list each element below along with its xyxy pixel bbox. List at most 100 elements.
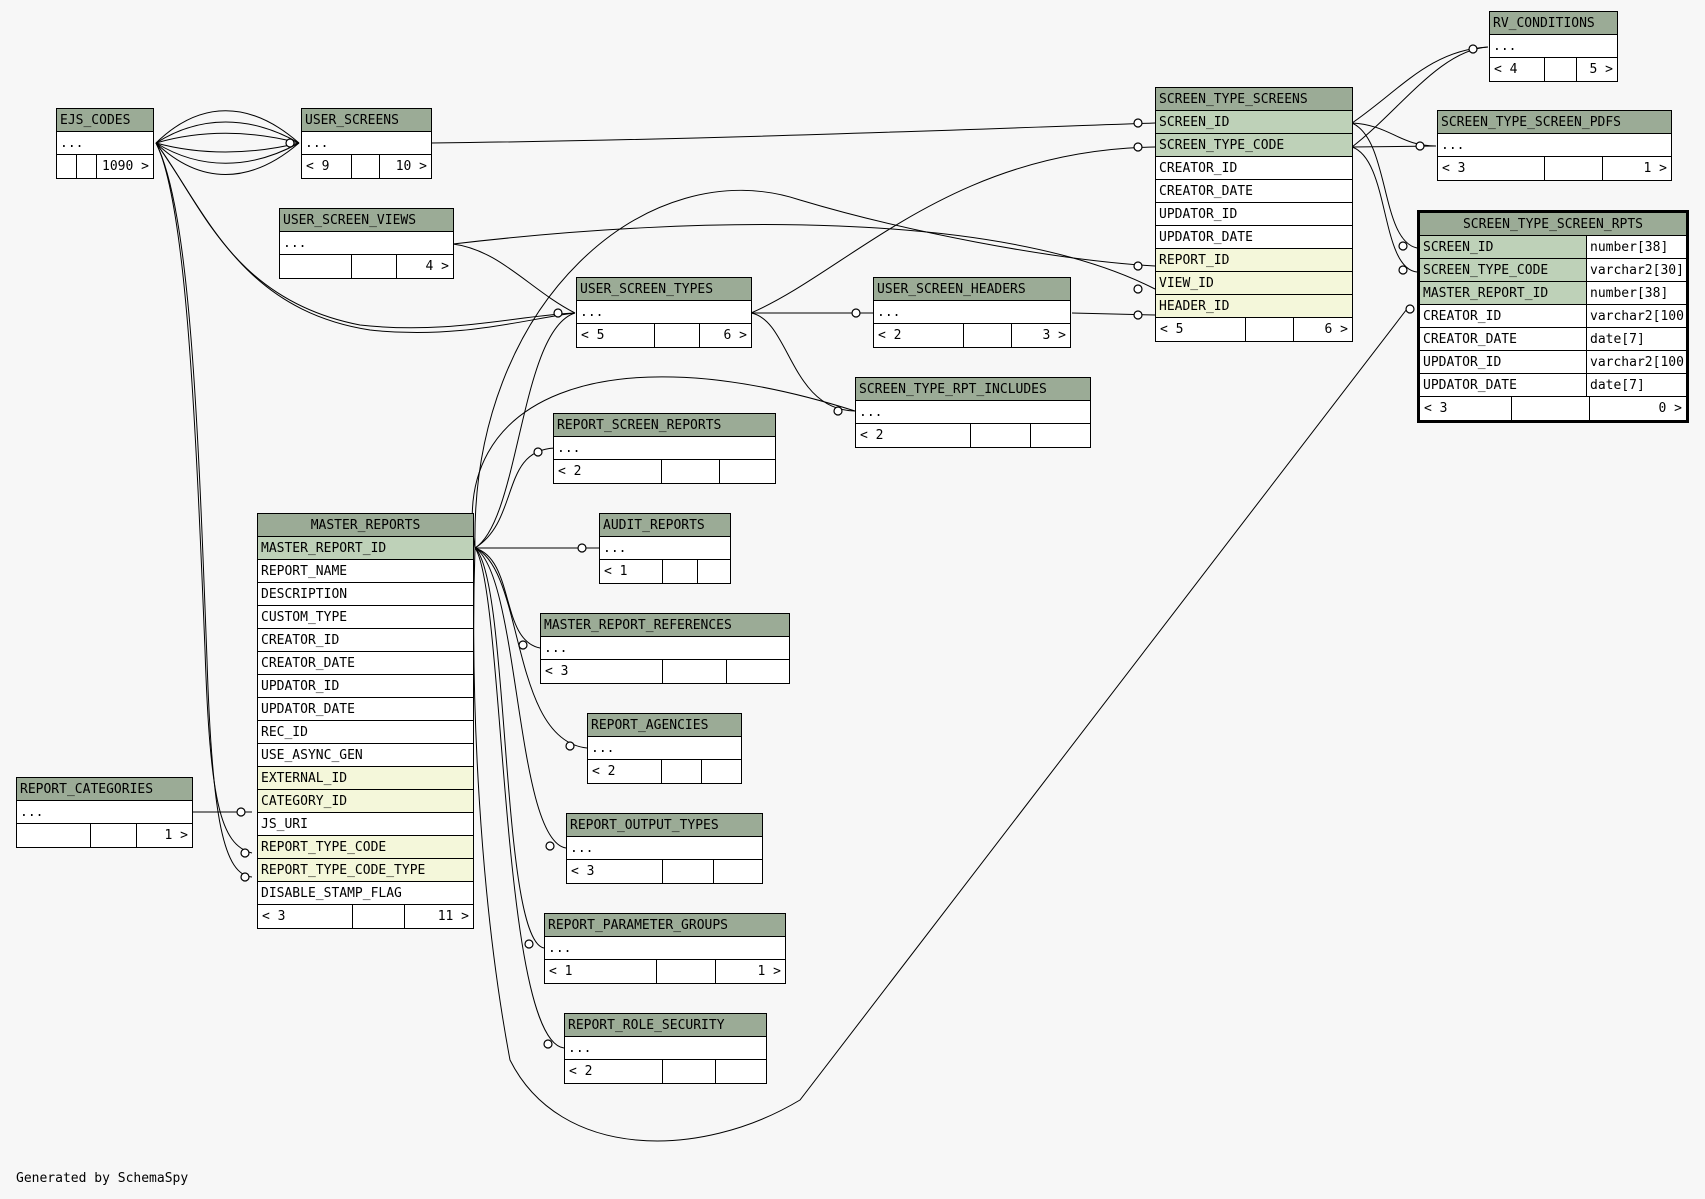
relationship-line: [1351, 122, 1437, 147]
relationship-line: [1351, 122, 1418, 249]
relationship-line: [474, 547, 565, 1049]
column-row: SCREEN_ID: [1156, 111, 1352, 134]
table-footer: < 3: [541, 660, 789, 683]
relationship-end-marker: [1133, 142, 1143, 152]
table-user-screen-views[interactable]: USER_SCREEN_VIEWS ... 4 >: [279, 208, 454, 279]
footer-row-count: [1512, 397, 1590, 420]
relationship-line: [155, 142, 300, 153]
table-report-parameter-groups[interactable]: REPORT_PARAMETER_GROUPS ... < 1 1 >: [544, 913, 786, 984]
relationship-end-marker: [577, 543, 587, 553]
column-name: CREATOR_ID: [1423, 309, 1502, 324]
relationship-line: [471, 376, 856, 549]
table-report-output-types[interactable]: REPORT_OUTPUT_TYPES ... < 3: [566, 813, 763, 884]
table-header: REPORT_ROLE_SECURITY: [565, 1014, 766, 1037]
table-footer: < 5 6 >: [577, 324, 751, 347]
relationship-end-marker: [1133, 118, 1143, 128]
column-name: CREATOR_DATE: [1423, 332, 1517, 347]
relationship-line: [430, 122, 1156, 144]
table-report-role-security[interactable]: REPORT_ROLE_SECURITY ... < 2: [564, 1013, 767, 1084]
table-master-reports[interactable]: MASTER_REPORTS MASTER_REPORT_ID REPORT_N…: [257, 513, 474, 929]
footer-parent-count: < 1: [545, 960, 657, 983]
table-ejs-codes[interactable]: EJS_CODES ... 1090 >: [56, 108, 154, 179]
table-audit-reports[interactable]: AUDIT_REPORTS ... < 1: [599, 513, 731, 584]
table-screen-type-screen-pdfs[interactable]: SCREEN_TYPE_SCREEN_PDFS ... < 3 1 >: [1437, 110, 1672, 181]
footer-parent-count: < 9: [302, 155, 352, 178]
relationship-line: [1351, 146, 1418, 273]
table-user-screen-types[interactable]: USER_SCREEN_TYPES ... < 5 6 >: [576, 277, 752, 348]
footer-row-count: [1246, 318, 1294, 341]
column-type: date[7]: [1586, 374, 1686, 396]
relationship-end-marker: [1133, 284, 1143, 294]
footer-parent-count: < 2: [565, 1060, 663, 1083]
relationship-line: [474, 547, 567, 849]
table-user-screens[interactable]: USER_SCREENS ... < 9 10 >: [301, 108, 432, 179]
column-name: MASTER_REPORT_ID: [1423, 286, 1549, 301]
column-name: SCREEN_ID: [1423, 240, 1494, 255]
relationship-end-marker: [1415, 141, 1425, 151]
column-row: CATEGORY_ID: [258, 790, 473, 813]
column-row: ...: [17, 801, 192, 824]
column-row: CREATOR_DATE: [258, 652, 473, 675]
relationship-line: [155, 142, 253, 854]
column-row: REPORT_TYPE_CODE_TYPE: [258, 859, 473, 882]
column-name: UPDATOR_DATE: [1423, 378, 1517, 393]
table-master-report-references[interactable]: MASTER_REPORT_REFERENCES ... < 3: [540, 613, 790, 684]
relationship-line: [155, 142, 300, 175]
footer-child-count: 1 >: [164, 828, 188, 843]
column-row: ...: [541, 637, 789, 660]
table-header: SCREEN_TYPE_RPT_INCLUDES: [856, 378, 1090, 401]
table-screen-type-screens[interactable]: SCREEN_TYPE_SCREENS SCREEN_ID SCREEN_TYP…: [1155, 87, 1353, 342]
column-row: ...: [302, 132, 431, 155]
relationship-line: [155, 142, 300, 164]
column-type: varchar2[100]: [1586, 351, 1686, 373]
footer-row-count: [662, 460, 720, 483]
footer-row-count: [655, 324, 700, 347]
table-footer: < 3 11 >: [258, 905, 473, 928]
footer-child-count: 4 >: [425, 259, 449, 274]
footer-row-count: [1545, 157, 1603, 180]
footer-child-count: [702, 760, 741, 783]
column-row: ...: [567, 837, 762, 860]
footer-parent-count: < 3: [567, 860, 663, 883]
footer-child-count: 1 >: [1643, 161, 1667, 176]
column-row: ...: [600, 537, 730, 560]
table-user-screen-headers[interactable]: USER_SCREEN_HEADERS ... < 2 3 >: [873, 277, 1071, 348]
relationship-line: [474, 547, 588, 749]
footer-row-count: [663, 560, 698, 583]
footer-parent-count: < 2: [874, 324, 964, 347]
column-row: MASTER_REPORT_ID number[38]: [1420, 282, 1686, 305]
table-report-screen-reports[interactable]: REPORT_SCREEN_REPORTS ... < 2: [553, 413, 776, 484]
column-name: SCREEN_TYPE_CODE: [1423, 263, 1549, 278]
column-type: number[38]: [1586, 282, 1686, 304]
table-header: REPORT_CATEGORIES: [17, 778, 192, 801]
table-footer: < 3 0 >: [1420, 397, 1686, 420]
table-footer: < 2: [554, 460, 775, 483]
footer-row-count: [657, 960, 716, 983]
column-row: ...: [856, 401, 1090, 424]
table-header: MASTER_REPORTS: [258, 514, 473, 537]
footer-parent-count: [17, 824, 91, 847]
table-footer: < 2: [588, 760, 741, 783]
footer-row-count: [663, 660, 727, 683]
relationship-end-marker: [851, 308, 861, 318]
footer-parent-count: < 3: [258, 905, 353, 928]
relationship-end-marker: [553, 308, 563, 318]
table-report-agencies[interactable]: REPORT_AGENCIES ... < 2: [587, 713, 742, 784]
table-report-categories[interactable]: REPORT_CATEGORIES ... 1 >: [16, 777, 193, 848]
footer-row-count: [964, 324, 1012, 347]
column-row: HEADER_ID: [1156, 295, 1352, 318]
table-header: USER_SCREENS: [302, 109, 431, 132]
footer-child-count: 0 >: [1658, 401, 1682, 416]
column-row: SCREEN_TYPE_CODE: [1156, 134, 1352, 157]
table-rv-conditions[interactable]: RV_CONDITIONS ... < 4 5 >: [1489, 11, 1618, 82]
table-screen-type-rpt-includes[interactable]: SCREEN_TYPE_RPT_INCLUDES ... < 2: [855, 377, 1091, 448]
footer-child-count: 5 >: [1589, 62, 1613, 77]
relationship-end-marker: [1133, 261, 1143, 271]
footer-row-count: [663, 860, 714, 883]
relationship-line: [155, 132, 300, 144]
relationship-line: [155, 110, 300, 144]
